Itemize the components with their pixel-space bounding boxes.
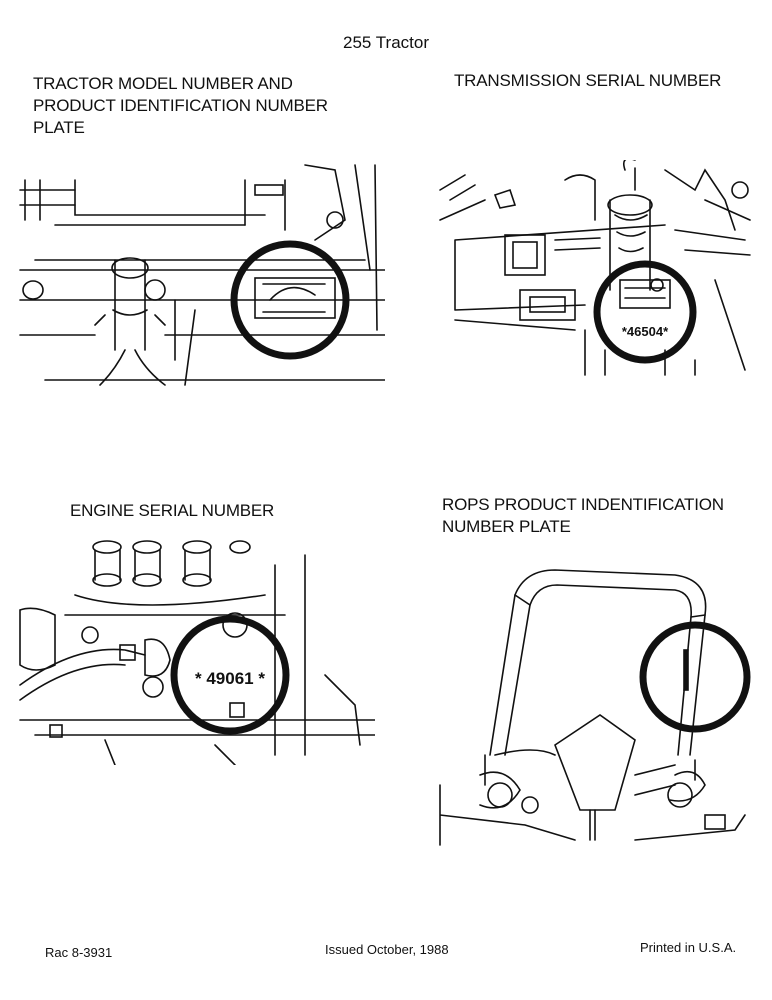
engine-serial-illustration: * 49061 * bbox=[19, 540, 375, 765]
heading-transmission-serial: TRANSMISSION SERIAL NUMBER bbox=[454, 71, 722, 90]
heading-rops-plate: ROPS PRODUCT INDENTIFICATION NUMBER PLAT… bbox=[442, 495, 724, 536]
heading-engine-serial: ENGINE SERIAL NUMBER bbox=[70, 501, 275, 520]
heading-tractor-model-plate: TRACTOR MODEL NUMBER AND PRODUCT IDENTIF… bbox=[33, 74, 328, 137]
footer-printed-in: Printed in U.S.A. bbox=[640, 940, 737, 955]
transmission-serial-illustration: *46504* bbox=[439, 160, 751, 376]
page-title: 255 Tractor bbox=[343, 33, 429, 52]
engine-serial-callout: * 49061 * bbox=[195, 669, 265, 688]
footer-issue-date: Issued October, 1988 bbox=[325, 942, 449, 957]
transmission-serial-callout: *46504* bbox=[622, 324, 669, 339]
footer-document-number: Rac 8-3931 bbox=[45, 945, 113, 960]
tractor-plate-illustration bbox=[19, 164, 385, 386]
rops-plate-illustration bbox=[439, 569, 751, 846]
